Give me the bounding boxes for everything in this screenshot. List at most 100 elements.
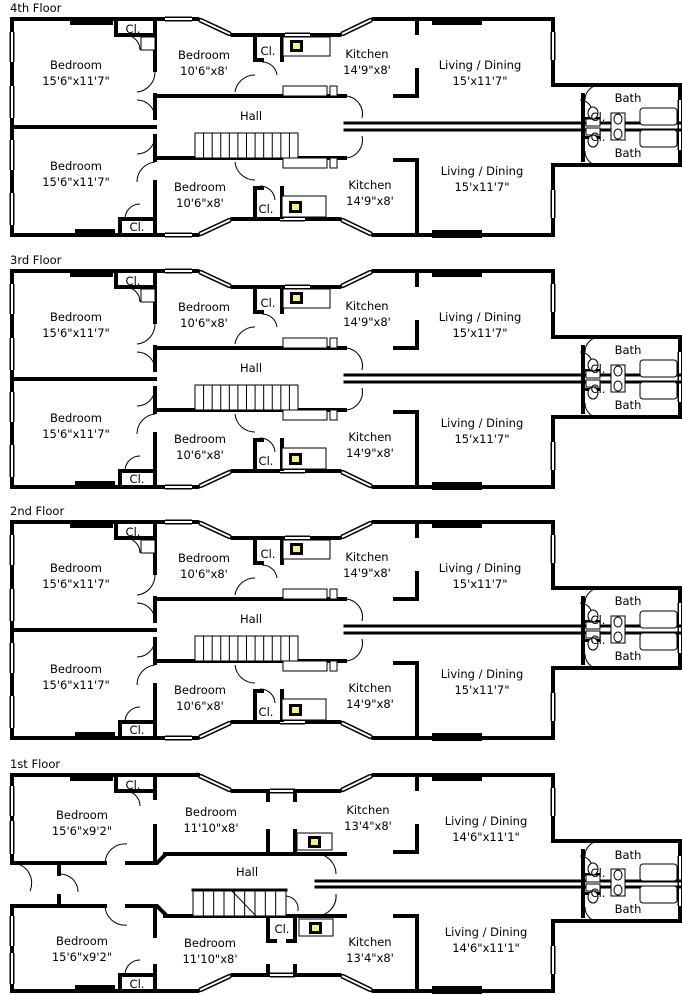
room-name: Living / Dining [441, 164, 524, 178]
room-size: 15'6"x11'7" [42, 678, 110, 692]
door-swing [261, 564, 278, 579]
wall-block [70, 773, 113, 781]
wall-block [432, 773, 482, 781]
room-size: 14'9"x8' [343, 63, 391, 77]
window [199, 471, 231, 487]
toilet-tank [585, 370, 601, 379]
room-name: Living / Dining [445, 925, 528, 939]
door-swing [584, 150, 601, 167]
room-size: 10'6"x8' [180, 64, 228, 78]
closet-label: Cl. [591, 382, 606, 396]
door-swing [234, 413, 256, 433]
room-size: 15'6"x11'7" [42, 74, 110, 88]
room-size: 14'6"x11'1" [452, 830, 520, 844]
room-name: Bedroom [185, 805, 237, 819]
room-name: Kitchen [345, 299, 388, 313]
stairs [192, 889, 287, 917]
sink-icon [613, 365, 623, 377]
toilet-tank [585, 127, 601, 136]
room-name: Bedroom [50, 411, 102, 425]
door-swing [259, 437, 276, 453]
door-swing [136, 135, 156, 155]
room-size: 14'9"x8' [343, 566, 391, 580]
room-size: 15'x11'7" [454, 432, 509, 446]
door-swing [136, 71, 156, 93]
room-size: 15'x11'7" [454, 683, 509, 697]
room-size: 10'6"x8' [176, 699, 224, 713]
floor-walls [9, 16, 682, 238]
window [341, 219, 372, 235]
room-size: 11'10"x8' [183, 821, 238, 835]
room-name: Living / Dining [439, 561, 522, 575]
stove-icon [292, 456, 299, 462]
door-swing [124, 537, 141, 554]
room-name: Kitchen [348, 935, 391, 949]
stove-icon [293, 295, 300, 301]
stove-icon [312, 925, 319, 931]
closet-label: Cl. [126, 525, 141, 539]
room-name: Bedroom [50, 310, 102, 324]
door-swing [124, 34, 141, 51]
room-name: Bedroom [174, 683, 226, 697]
bathtub-icon [639, 610, 678, 629]
wall-block [75, 985, 115, 993]
room-name: Bedroom [50, 561, 102, 575]
closet-label: Cl. [261, 44, 276, 58]
floor-walls [9, 772, 682, 994]
closet-label: Cl. [130, 723, 145, 737]
floor-2: 2nd Floor Bedroom 15'6"x11'7" Bedroom 15… [10, 504, 641, 737]
door-swing [234, 74, 256, 93]
window [341, 471, 372, 487]
bath-label: Bath [615, 902, 642, 916]
closet-label: Cl. [275, 922, 290, 936]
closet-label: Cl. [126, 778, 141, 792]
bathtub-icon [639, 129, 678, 148]
closet-shelf [140, 539, 156, 554]
bath-label: Bath [615, 649, 642, 663]
closet-label: Cl. [130, 977, 145, 991]
hall-label: Hall [236, 865, 258, 879]
wall-block [432, 986, 482, 994]
counter [282, 409, 328, 421]
door-swing [136, 574, 156, 596]
room-size: 15'6"x9'2" [52, 824, 112, 838]
room-name: Bedroom [184, 936, 236, 950]
room-size: 14'6"x11'1" [452, 941, 520, 955]
floor-title: 1st Floor [10, 757, 60, 771]
door-swing [104, 905, 128, 926]
window [341, 775, 372, 791]
stove-icon [292, 707, 299, 713]
hall-label: Hall [240, 612, 262, 626]
floor-walls [9, 519, 682, 741]
room-name: Bedroom [50, 662, 102, 676]
wall [125, 904, 168, 917]
wall-block [432, 17, 482, 25]
door-swing [136, 638, 156, 658]
toilet-tank [585, 874, 601, 883]
door-swing [234, 577, 256, 596]
walls-layer [9, 16, 682, 994]
toilet-tank [585, 883, 601, 892]
closet-label: Cl. [261, 296, 276, 310]
bathtub-icon [639, 381, 678, 400]
counter [329, 337, 338, 349]
door-swing [344, 638, 363, 662]
door-swing [136, 161, 156, 183]
room-name: Living / Dining [439, 310, 522, 324]
counter [329, 157, 338, 169]
room-name: Kitchen [345, 47, 388, 61]
wall [125, 852, 168, 865]
hall-label: Hall [240, 109, 262, 123]
wall-block [75, 229, 115, 237]
door-swing [11, 862, 33, 892]
room-size: 11'10"x8' [182, 952, 237, 966]
door-swing [136, 387, 156, 407]
window [199, 271, 231, 287]
closet-label: Cl. [591, 110, 606, 124]
door-swing [136, 664, 156, 686]
sink-icon [613, 128, 623, 140]
room-name: Living / Dining [441, 667, 524, 681]
wall-block [432, 520, 482, 528]
counter [282, 337, 328, 349]
room-name: Living / Dining [441, 416, 524, 430]
